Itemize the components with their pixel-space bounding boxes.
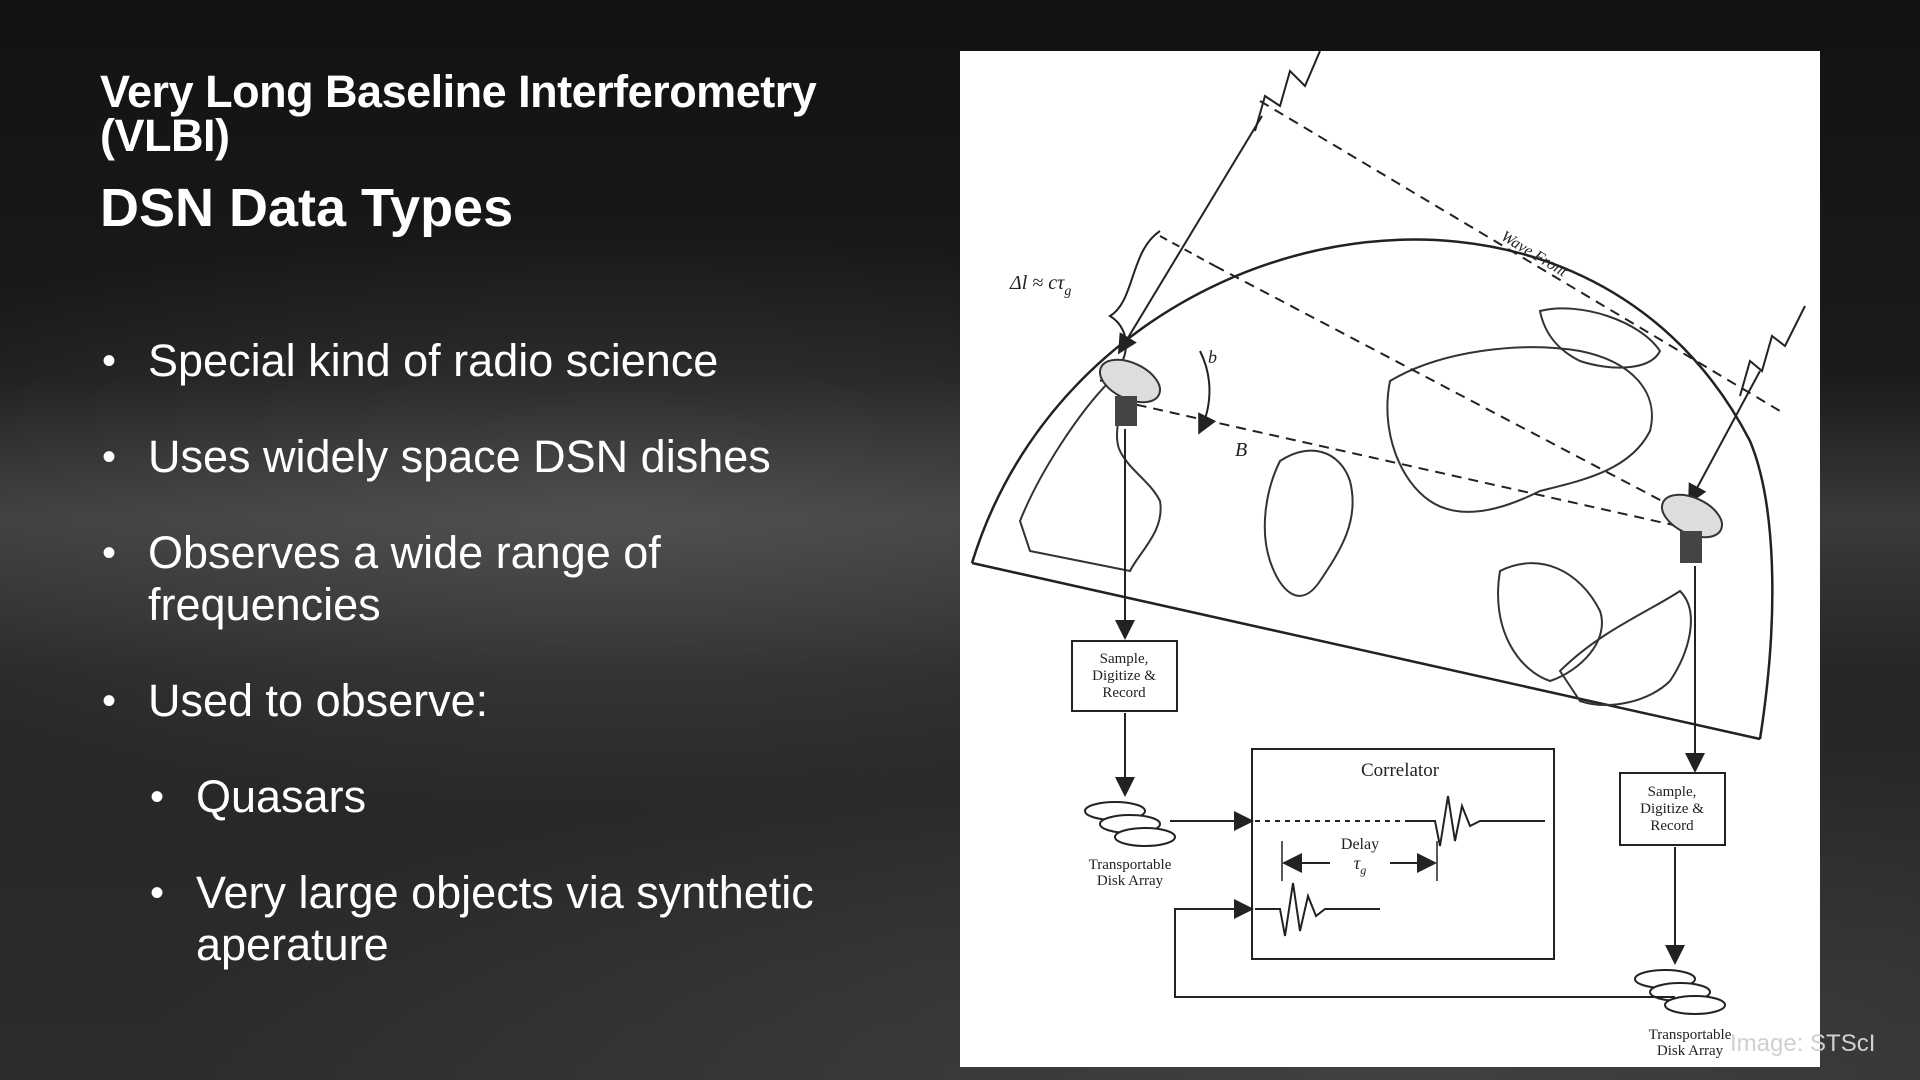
incoming-signal-right [1739, 305, 1806, 397]
disk-left-line: Disk Array [1097, 873, 1164, 889]
baseline-line [1119, 400, 1701, 532]
disk-array-left-icon [1084, 801, 1176, 847]
sample-right-line: Digitize & [1640, 801, 1704, 817]
continent-shape [1386, 346, 1653, 513]
baseline-label: B [1235, 439, 1247, 461]
disk-left-line: Transportable [1089, 857, 1172, 873]
incoming-signal-left [1254, 51, 1321, 132]
sample-right-line: Record [1650, 818, 1694, 834]
bullet-item: • Used to observe: [100, 675, 920, 727]
bullet-item: • Observes a wide range of frequencies [100, 527, 748, 631]
slide-title: Very Long Baseline Interferometry (VLBI) [100, 66, 817, 161]
horizon-line [971, 561, 1761, 741]
ray-right [1688, 370, 1761, 505]
waveform-top [1405, 795, 1545, 847]
disk-right-line: Transportable [1649, 1027, 1732, 1043]
sample-left-line: Digitize & [1092, 668, 1156, 684]
ray-left [1117, 115, 1263, 355]
sample-left-line: Sample, [1100, 651, 1149, 667]
image-credit: Image: STScI [1730, 1030, 1876, 1057]
wave-front-label: Wave Front [1498, 228, 1571, 281]
bullet-dot-icon: • [102, 435, 117, 479]
angle-b-arc [1198, 350, 1217, 435]
continent-shape [1538, 307, 1662, 369]
bullet-text: Very large objects via synthetic aperatu… [196, 867, 814, 970]
bullet-dot-icon: • [150, 775, 165, 819]
bullet-text: Observes a wide range of frequencies [148, 527, 661, 630]
antenna-left-icon [1099, 358, 1161, 426]
perpendicular-line [1159, 235, 1216, 267]
bullet-dot-icon: • [102, 679, 117, 723]
slide-subtitle: DSN Data Types [100, 178, 514, 238]
slide-header: Very Long Baseline Interferometry (VLBI)… [100, 66, 920, 238]
antenna-right-icon [1661, 493, 1723, 563]
bullet-text: Special kind of radio science [148, 335, 719, 386]
delay-label: Delay [1341, 836, 1379, 853]
vlbi-diagram-svg: Wave Front Δl ≈ cτg b B Sample, [970, 51, 1806, 1059]
continent-shape [1497, 562, 1603, 683]
sample-left-line: Record [1102, 685, 1146, 701]
delta-l-bracket [1099, 230, 1161, 382]
wave-front-inner [1214, 265, 1701, 522]
correlator-label: Correlator [1361, 760, 1440, 781]
sub-bullet-item: • Very large objects via synthetic aperat… [100, 867, 916, 971]
sub-bullet-item: • Quasars [100, 771, 920, 823]
bullet-text: Uses widely space DSN dishes [148, 431, 771, 482]
bullet-dot-icon: • [102, 531, 117, 575]
bullet-list: • Special kind of radio science • Uses wid… [100, 335, 920, 1015]
sample-right-line: Sample, [1648, 784, 1697, 800]
bullet-item: • Special kind of radio science [100, 335, 920, 387]
bullet-text: Quasars [196, 771, 367, 822]
delta-l-label: Δl ≈ cτg [1009, 272, 1071, 299]
angle-b-label: b [1208, 347, 1217, 367]
wave-front-line [1259, 100, 1781, 412]
continent-shape [1263, 449, 1354, 597]
earth-outline [970, 238, 1774, 740]
tau-label: τg [1354, 853, 1366, 877]
vlbi-diagram: Wave Front Δl ≈ cτg b B Sample, [960, 51, 1820, 1067]
continent-shape [1018, 379, 1162, 573]
return-loop [1174, 899, 1675, 998]
bullet-dot-icon: • [102, 339, 117, 383]
sample-box-left [1071, 640, 1178, 712]
waveform-bottom [1255, 882, 1380, 937]
bullet-dot-icon: • [150, 871, 165, 915]
continent-shape [1558, 589, 1692, 706]
disk-array-right-icon [1634, 969, 1726, 1015]
sample-box-right [1619, 772, 1726, 846]
disk-right-line: Disk Array [1657, 1043, 1724, 1059]
bullet-text: Used to observe: [148, 675, 489, 726]
bullet-item: • Uses widely space DSN dishes [100, 431, 920, 483]
